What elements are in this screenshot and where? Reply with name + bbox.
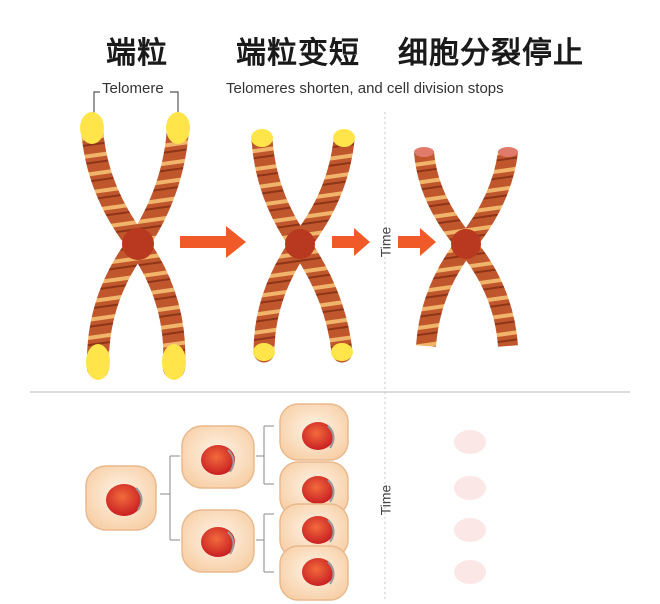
arrow-right-icon: [398, 228, 436, 256]
division-lines: [160, 425, 274, 573]
label-telomere: Telomere: [102, 80, 164, 97]
title-telomere-shorten: 端粒变短: [236, 36, 360, 71]
telomere-cap: [86, 344, 110, 380]
telomere-cap: [80, 112, 104, 144]
chromosome-normal: [80, 112, 190, 380]
chromosome-no-telomere: [414, 147, 518, 347]
centromere: [451, 229, 481, 259]
cell-generation-2: [181, 425, 255, 573]
title-telomere: 端粒: [106, 36, 168, 71]
telomere-cap: [333, 129, 355, 147]
centromere: [285, 229, 315, 259]
telomere-cap: [162, 344, 186, 380]
chromosome-shortened: [251, 129, 355, 363]
cell-generation-1: [85, 465, 157, 531]
telomere-cap: [251, 129, 273, 147]
telomere-cap: [331, 343, 353, 361]
telomere-bracket-left: [93, 91, 100, 118]
telomere-cap: [166, 112, 190, 144]
cell-generation-3: [279, 403, 349, 601]
telomere-bracket-right: [170, 91, 179, 118]
title-division-stop: 细胞分裂停止: [398, 36, 584, 71]
time-label-top: Time: [377, 226, 394, 258]
telomere-cap: [253, 343, 275, 361]
arrow-right-icon: [332, 228, 370, 256]
faded-cells: [454, 430, 486, 584]
time-label-bottom: Time: [377, 484, 394, 516]
label-telomeres-shorten: Telomeres shorten, and cell division sto…: [226, 80, 504, 97]
arrow-right-icon: [180, 226, 246, 258]
centromere: [122, 228, 154, 260]
